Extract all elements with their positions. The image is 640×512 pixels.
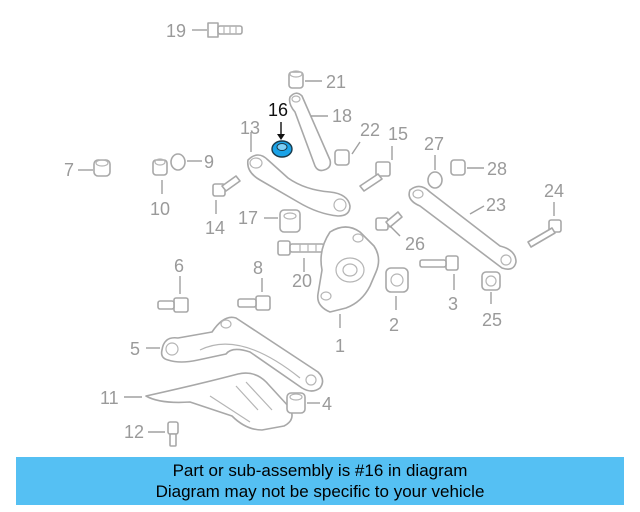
part-19-bolt[interactable] [207,22,243,38]
part-21-nut[interactable] [288,70,304,89]
callout-22: 22 [360,120,380,140]
part-27-ring[interactable] [427,171,443,189]
part-5-lower-arm[interactable] [160,316,324,392]
part-23-arm[interactable] [408,185,517,270]
callout-6: 6 [174,256,184,276]
part-6-bolt[interactable] [157,297,189,313]
part-11-shield[interactable] [145,372,293,431]
callout-3: 3 [448,294,458,314]
part-12-clip[interactable] [167,421,179,447]
callout-25: 25 [482,310,502,330]
info-banner: Part or sub-assembly is #16 in diagram D… [16,457,624,505]
callout-26: 26 [405,234,425,254]
part-20-bolt[interactable] [277,240,325,256]
callout-20: 20 [292,271,312,291]
part-10-nut[interactable] [152,158,168,176]
banner-line-2: Diagram may not be specific to your vehi… [155,482,485,501]
callout-27: 27 [424,134,444,154]
callout-12: 12 [124,422,144,442]
part-9-washer[interactable] [170,153,186,171]
callout-11: 11 [100,388,119,408]
callout-15: 15 [388,124,408,144]
part-26-bolt[interactable] [375,211,403,231]
callout-2: 2 [389,315,399,335]
part-24-bolt[interactable] [527,219,562,248]
part-28-nut[interactable] [450,159,466,176]
part-15-bolt[interactable] [359,161,391,192]
callout-16: 16 [268,100,288,120]
callout-14: 14 [205,218,225,238]
callout-7: 7 [64,160,74,180]
part-8-bolt[interactable] [237,295,271,311]
callout-9: 9 [204,152,214,172]
callout-4: 4 [322,394,332,414]
parts-diagram: 19 21 18 13 16 22 15 7 [64,21,564,447]
banner-line-1: Part or sub-assembly is #16 in diagram [172,461,468,480]
callout-8: 8 [253,258,263,278]
callout-5: 5 [130,339,140,359]
callout-23: 23 [486,195,506,215]
part-7-nut[interactable] [93,159,111,177]
callout-1: 1 [335,336,345,356]
callout-28: 28 [487,159,507,179]
part-4-bushing[interactable] [286,392,306,414]
part-17-bushing[interactable] [279,209,301,233]
part-22-nut[interactable] [334,149,350,166]
callout-18: 18 [332,106,352,126]
part-1-knuckle[interactable] [316,226,380,313]
callout-13: 13 [240,118,260,138]
part-16-bushing[interactable] [271,140,293,158]
part-13-arm[interactable] [246,154,351,217]
callout-19: 19 [166,21,186,41]
part-3-bolt[interactable] [419,255,459,271]
part-25-bushing[interactable] [481,271,501,291]
part-14-bolt[interactable] [212,175,241,197]
callout-10: 10 [150,199,170,219]
callout-24: 24 [544,181,564,201]
part-2-bushing[interactable] [385,267,409,293]
callout-17: 17 [238,208,258,228]
part-18-link[interactable] [288,92,332,172]
callout-21: 21 [326,72,346,92]
